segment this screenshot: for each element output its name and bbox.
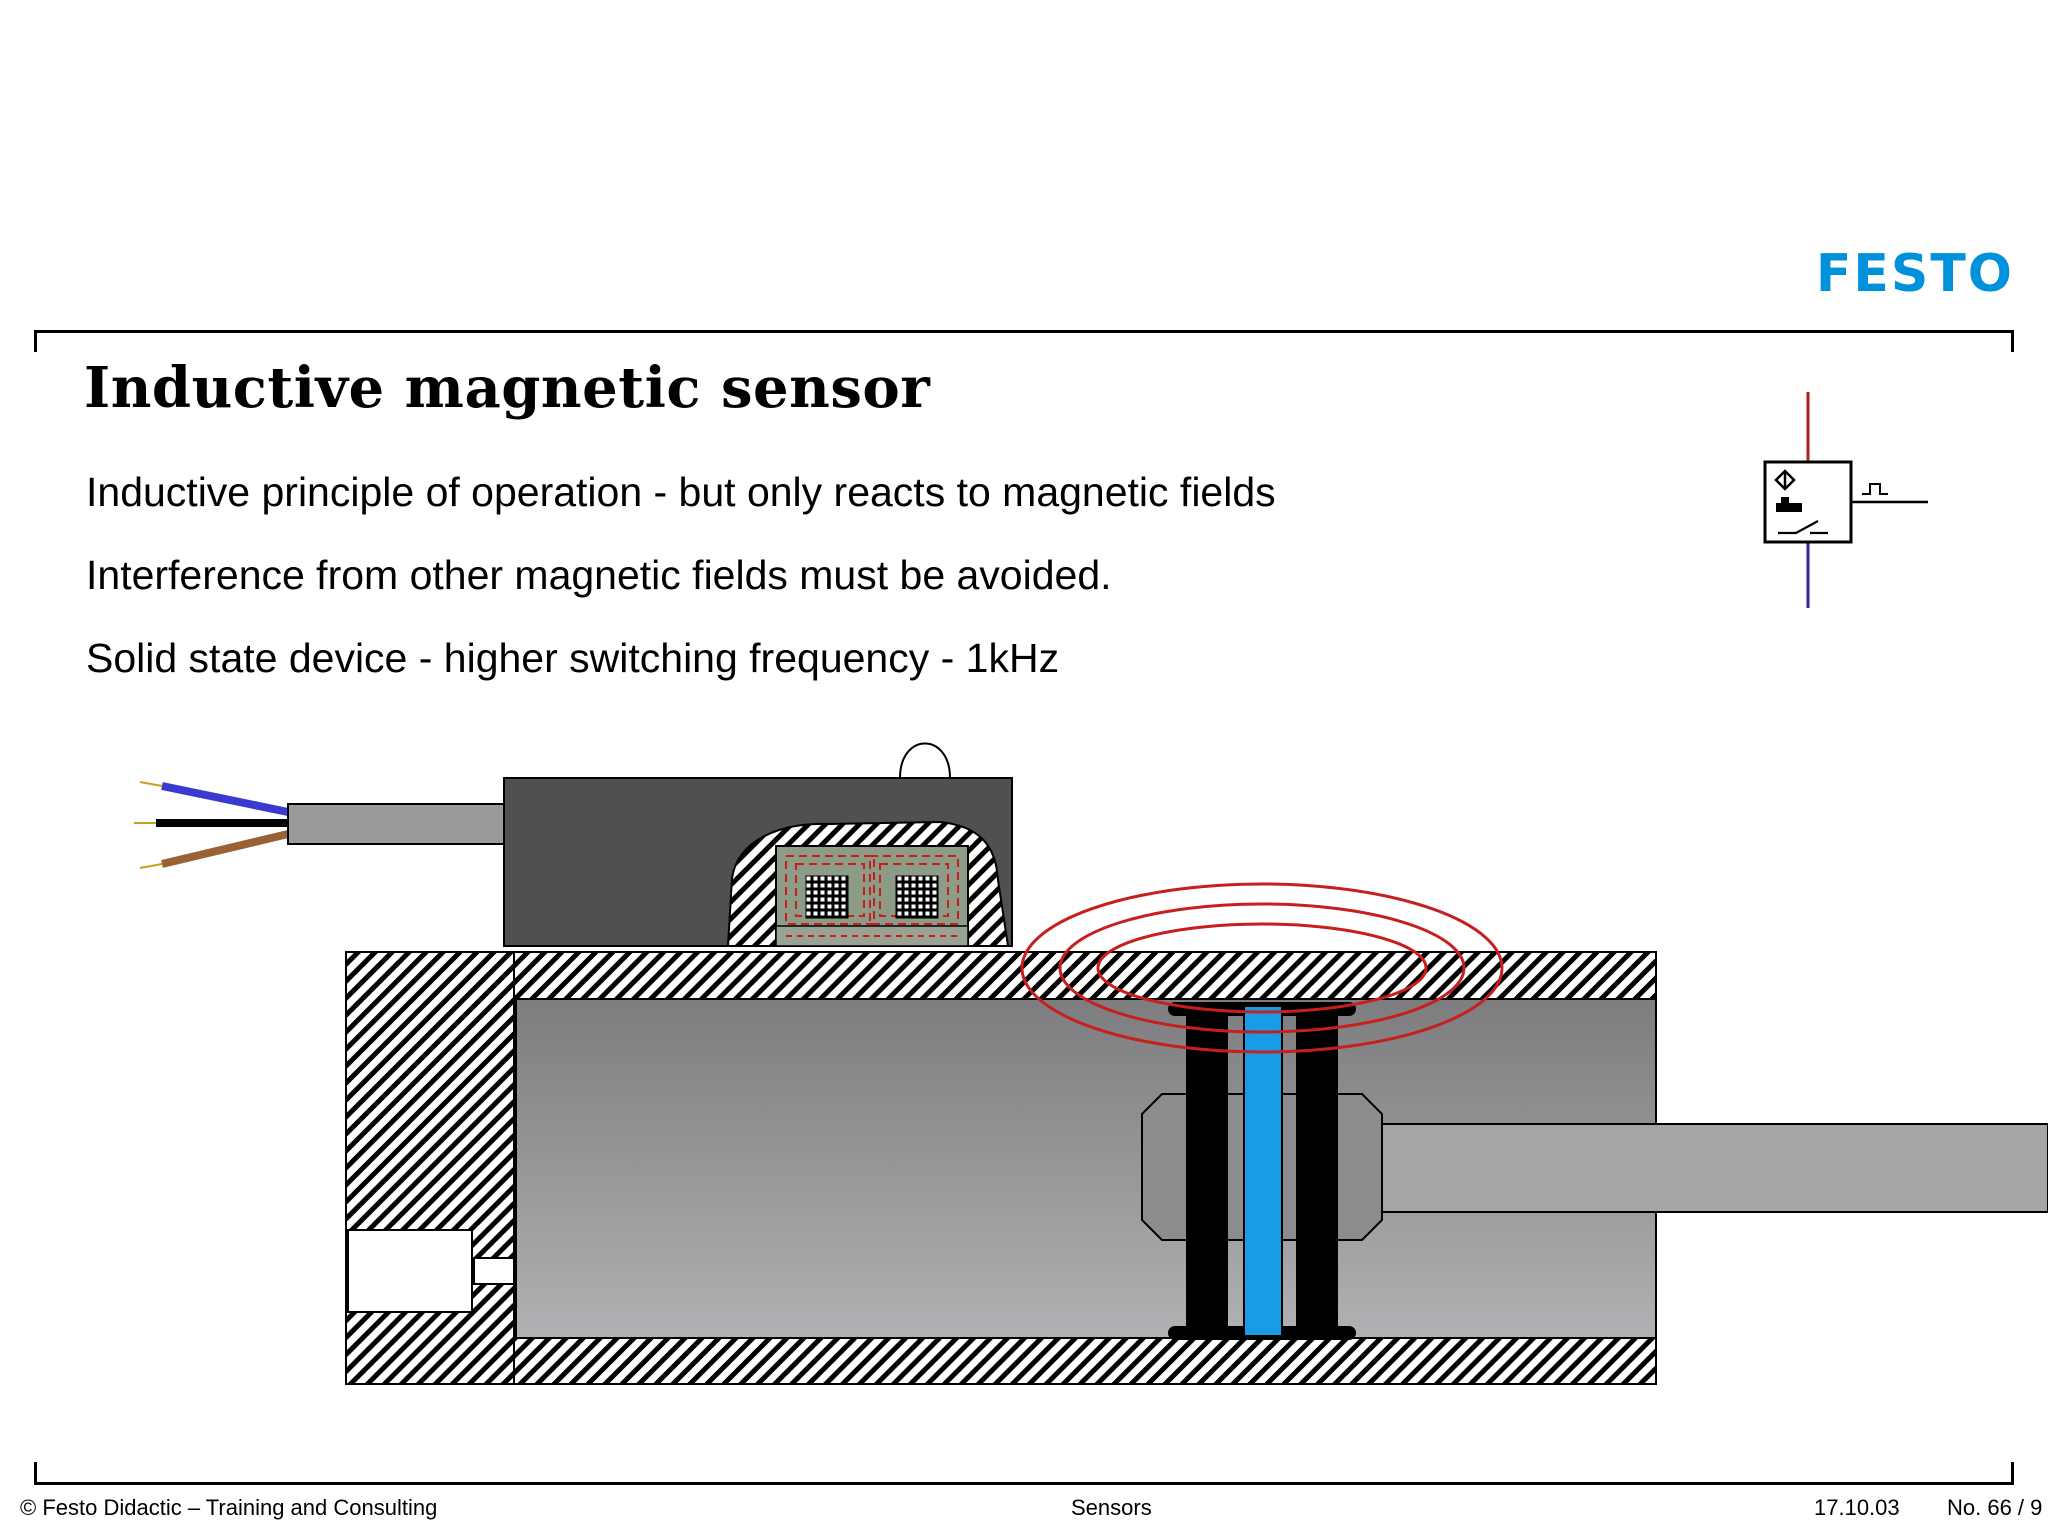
- bullet-list: Inductive principle of operation - but o…: [86, 462, 1276, 711]
- top-rule: [34, 330, 2014, 333]
- top-rule-left-tick: [34, 330, 37, 352]
- bullet-operation-principle: Inductive principle of operation - but o…: [86, 469, 1276, 515]
- magnetic-field-lines: [1020, 882, 1504, 1054]
- sensor-coils: [775, 845, 969, 947]
- bullet-interference: Interference from other magnetic fields …: [86, 552, 1112, 598]
- slide-title: Inductive magnetic sensor: [84, 355, 931, 421]
- inductive-magnetic-sensor-symbol-icon: [1763, 392, 1928, 608]
- bottom-rule-right-tick: [2011, 1462, 2014, 1484]
- top-rule-right-tick: [2011, 330, 2014, 352]
- sensor-cable: [134, 781, 505, 869]
- piston-magnet: [1243, 1005, 1283, 1337]
- footer-date: 17.10.03: [1814, 1495, 1900, 1520]
- sensor-led-dome: [899, 742, 951, 779]
- footer-copyright: © Festo Didactic – Training and Consulti…: [20, 1495, 438, 1520]
- bottom-rule-left-tick: [34, 1462, 37, 1484]
- end-cap-port: [347, 1229, 515, 1313]
- festo-logo: FESTO: [1815, 244, 2014, 304]
- bullet-switching-frequency: Solid state device - higher switching fr…: [86, 635, 1060, 681]
- bottom-rule: [34, 1482, 2014, 1485]
- sensor-cylinder-diagram: [134, 742, 2048, 1385]
- piston-rod: [1374, 1123, 2048, 1213]
- piston-seals: [1168, 1002, 1356, 1340]
- footer-topic: Sensors: [1071, 1495, 1152, 1520]
- footer-page-number: No. 66 / 9: [1947, 1495, 2043, 1520]
